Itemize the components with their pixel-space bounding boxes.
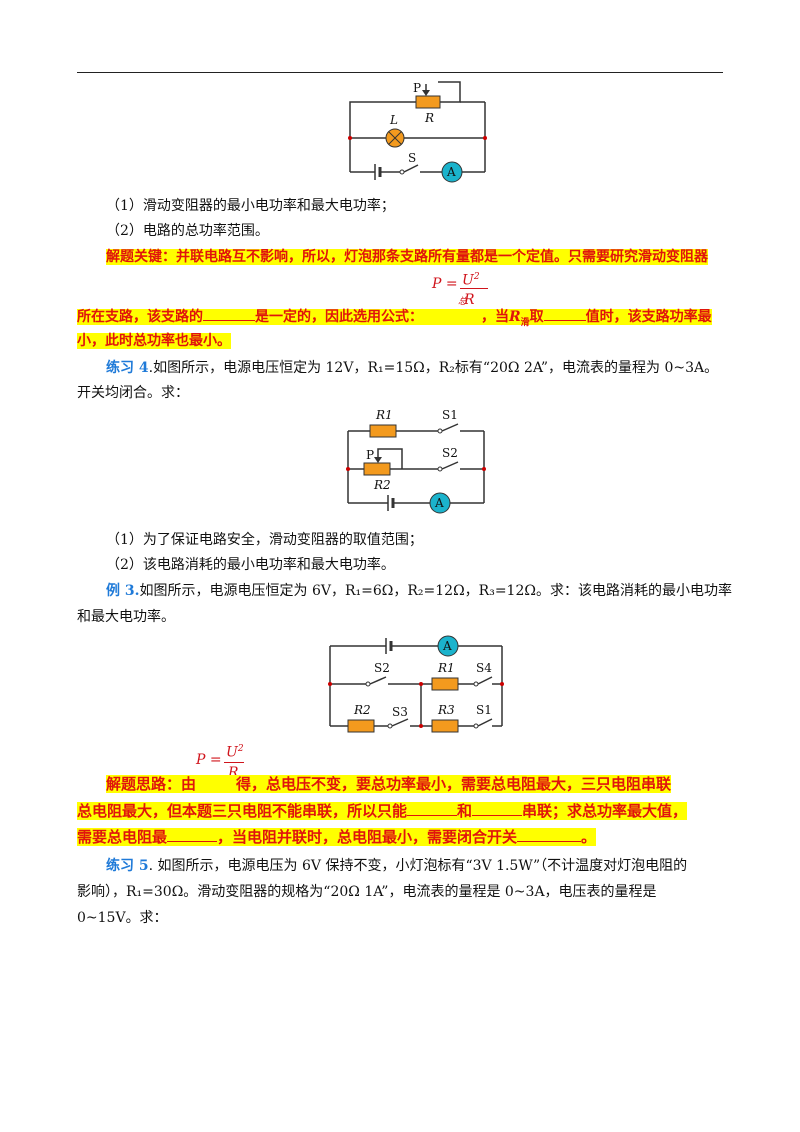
exercise-5-line-3: 0~15V。求： bbox=[77, 910, 168, 926]
resistor-r1 bbox=[431, 677, 459, 691]
switch-s2-icon bbox=[441, 461, 459, 470]
label-a: A bbox=[434, 496, 444, 510]
label-r1: R1 bbox=[375, 408, 393, 422]
key-1-line-1: 解题关键：并联电路互不影响，所以，灯泡那条支路所有量都是一个定值。只需要研究滑动… bbox=[106, 249, 708, 265]
label-r3: R3 bbox=[437, 703, 455, 717]
rheostat-resistor bbox=[415, 95, 441, 109]
header-rule bbox=[77, 72, 723, 73]
example-3-line-1: 例 3.如图所示，电源电压恒定为 6V，R₁=6Ω，R₂=12Ω，R₃=12Ω。… bbox=[106, 583, 732, 599]
key-2-line-2: 总电阻最大，但本题三只电阻不能串联，所以只能和串联；求总功率最大值， bbox=[77, 802, 688, 820]
label-s2: S2 bbox=[442, 446, 458, 460]
label-l: L bbox=[389, 113, 398, 127]
question-1-1: （1）滑动变阻器的最小电功率和最大电功率； bbox=[106, 198, 395, 214]
slider-arrow-icon bbox=[374, 457, 382, 463]
switch-s2-icon bbox=[369, 676, 387, 685]
rheostat-r2 bbox=[363, 462, 391, 476]
label-r1: R1 bbox=[437, 661, 455, 675]
switch-s4-icon bbox=[477, 676, 493, 685]
formula-2: P = U2 R bbox=[196, 744, 244, 781]
exercise-5-line-2: 影响），R₁=30Ω。滑动变阻器的规格为“20Ω 1A”，电流表的量程是 0~3… bbox=[77, 884, 657, 900]
label-r: R bbox=[424, 111, 434, 125]
exercise-4-line-1: 练习 4.如图所示，电源电压恒定为 12V，R₁=15Ω，R₂标有“20Ω 2A… bbox=[106, 360, 719, 376]
slider-arrow-icon bbox=[422, 90, 430, 96]
label-s2: S2 bbox=[374, 661, 390, 675]
label-s3: S3 bbox=[392, 705, 408, 719]
label-s: S bbox=[408, 151, 416, 165]
label-r2: R2 bbox=[373, 478, 391, 492]
exercise-4-line-2: 开关均闭合。求： bbox=[77, 385, 189, 401]
question-4-2: （2）该电路消耗的最小电功率和最大电功率。 bbox=[106, 557, 395, 573]
circuit-diagram-3: A S2 R1 S4 R2 S3 R3 S1 bbox=[328, 635, 504, 733]
key-2-line-1: 解题思路：由得，总电压不变，要总功率最小，需要总电阻最大，三只电阻串联 bbox=[106, 775, 672, 793]
circuit-diagram-2: R1 S1 P R2 S2 A bbox=[346, 408, 486, 514]
label-s1: S1 bbox=[442, 408, 458, 422]
example-3-line-2: 和最大电功率。 bbox=[77, 609, 175, 625]
key-1-line-2: 所在支路，该支路的是一定的，因此选用公式：，当R滑取值时，该支路功率最 bbox=[77, 306, 712, 333]
label-a: A bbox=[442, 639, 452, 653]
exercise-5-line-1: 练习 5. 如图所示，电源电压为 6V 保持不变，小灯泡标有“3V 1.5W”（… bbox=[106, 858, 688, 874]
label-r2: R2 bbox=[353, 703, 371, 717]
circuit-diagram-1: P R L S A bbox=[348, 81, 487, 183]
question-4-1: （1）为了保证电路安全，滑动变阻器的取值范围； bbox=[106, 532, 423, 548]
key-2-line-3: 需要总电阻最，当电阻并联时，总电阻最小，需要闭合开关。 bbox=[77, 828, 597, 846]
switch-icon bbox=[403, 164, 419, 173]
label-a: A bbox=[446, 165, 456, 179]
formula-1: P = U2总 R总 bbox=[432, 272, 488, 327]
key-1-line-3: 小，此时总功率也最小。 bbox=[77, 333, 231, 349]
label-p: P bbox=[366, 448, 374, 462]
resistor-r2 bbox=[347, 719, 375, 733]
resistor-r1 bbox=[369, 424, 397, 438]
label-s1: S1 bbox=[476, 703, 492, 717]
wire bbox=[349, 81, 461, 138]
question-1-2: （2）电路的总功率范围。 bbox=[106, 223, 269, 239]
resistor-r3 bbox=[431, 719, 459, 733]
label-p: P bbox=[413, 81, 421, 95]
switch-s1-icon bbox=[477, 718, 493, 727]
switch-s1-icon bbox=[441, 423, 459, 432]
switch-s3-icon bbox=[391, 718, 409, 727]
label-s4: S4 bbox=[476, 661, 492, 675]
